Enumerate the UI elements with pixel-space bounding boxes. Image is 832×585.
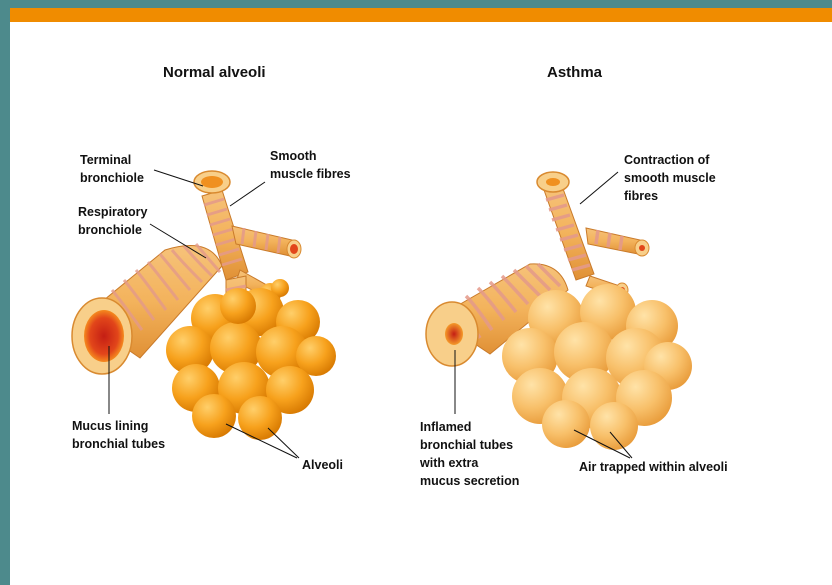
asthma-title: Asthma <box>547 64 602 81</box>
label-contraction-smooth-muscle: Contraction of smooth muscle fibres <box>624 151 716 205</box>
label-inflamed-bronchial-tubes: Inflamed bronchial tubes with extra mucu… <box>420 418 519 490</box>
label-smooth-muscle-fibres: Smooth muscle fibres <box>270 147 351 183</box>
label-terminal-bronchiole: Terminal bronchiole <box>80 151 144 187</box>
label-respiratory-bronchiole: Respiratory bronchiole <box>78 203 147 239</box>
label-mucus-lining: Mucus lining bronchial tubes <box>72 417 165 453</box>
normal-alveoli-title: Normal alveoli <box>163 64 266 81</box>
label-air-trapped: Air trapped within alveoli <box>579 458 728 476</box>
asthma-airway-illustration <box>426 172 692 450</box>
label-alveoli: Alveoli <box>302 456 343 474</box>
